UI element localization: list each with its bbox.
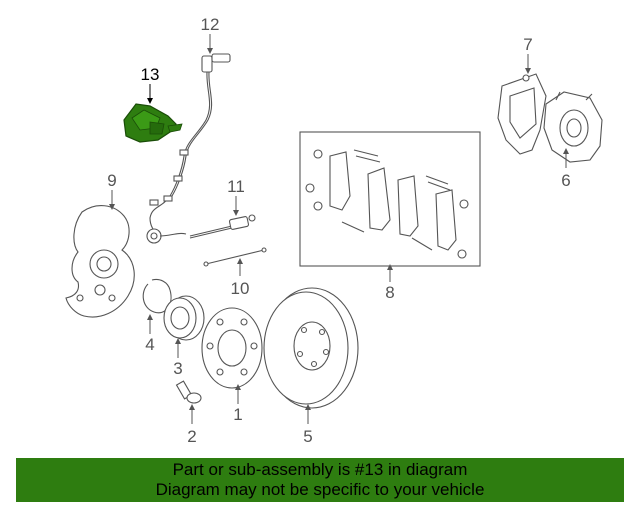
callout-1: 1: [233, 405, 242, 424]
part-6-caliper[interactable]: [543, 91, 603, 163]
callout-10: 10: [231, 279, 250, 298]
part-2-bolt[interactable]: [175, 380, 202, 404]
part-7-caliper-bracket[interactable]: [497, 73, 547, 155]
part-5-rotor[interactable]: [263, 287, 359, 409]
callout-8: 8: [385, 283, 394, 302]
info-banner: Part or sub-assembly is #13 in diagram D…: [16, 458, 624, 502]
banner-line-2: Diagram may not be specific to your vehi…: [155, 480, 485, 499]
callout-3: 3: [173, 359, 182, 378]
part-8-pad-kit[interactable]: [299, 131, 481, 267]
callout-4: 4: [145, 335, 154, 354]
callout-6: 6: [561, 171, 570, 190]
part-12-sensor-cable[interactable]: [146, 53, 231, 244]
callout-5: 5: [303, 427, 312, 446]
parts-diagram: 13 12 7 6 9 11 10 8 4 3 2 1 5: [65, 15, 603, 446]
banner-line-1: Part or sub-assembly is #13 in diagram: [172, 460, 468, 479]
callout-13: 13: [141, 65, 160, 84]
part-10-wire[interactable]: [203, 247, 267, 267]
callout-12: 12: [201, 15, 220, 34]
callout-2: 2: [187, 427, 196, 446]
callout-9: 9: [107, 171, 116, 190]
callout-11: 11: [227, 177, 245, 196]
part-11-sensor-wire[interactable]: [189, 214, 256, 239]
part-9-dust-shield[interactable]: [65, 205, 135, 318]
part-13-bracket[interactable]: [123, 103, 183, 143]
part-3-bearing[interactable]: [163, 295, 205, 341]
callout-7: 7: [523, 35, 532, 54]
part-1-hub[interactable]: [201, 307, 263, 389]
